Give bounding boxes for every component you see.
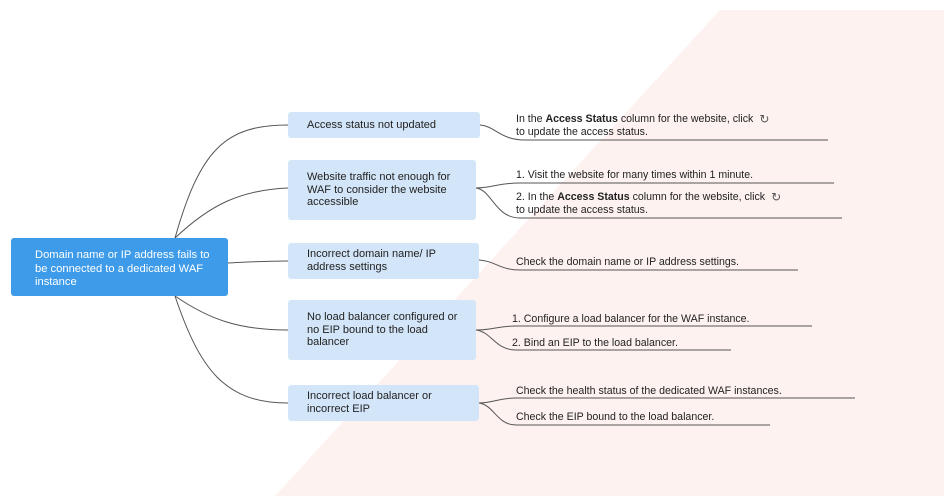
connector-cause-4a — [475, 325, 812, 331]
root-node: Domain name or IP address fails to be co… — [11, 238, 228, 296]
connector-root-cause-1 — [174, 124, 289, 239]
action-check-eip: Check the EIP bound to the load balancer… — [516, 411, 714, 424]
action-text: 2. In the — [516, 191, 558, 203]
connector-cause-1 — [479, 124, 828, 141]
root-label: Domain name or IP address fails to be co… — [35, 249, 210, 288]
action-check-domain: Check the domain name or IP address sett… — [516, 256, 739, 269]
action-text: 2. Bind an EIP to the load balancer. — [512, 337, 678, 349]
refresh-icon[interactable]: ↻ — [771, 190, 782, 204]
action-bold-text: Access Status — [545, 113, 618, 125]
action-bind-eip: 2. Bind an EIP to the load balancer. — [512, 337, 678, 350]
connector-cause-2a — [475, 182, 834, 189]
refresh-icon[interactable]: ↻ — [759, 112, 770, 126]
action-text: Check the health status of the dedicated… — [516, 385, 782, 397]
connector-cause-3 — [478, 259, 798, 271]
action-text: 1. Configure a load balancer for the WAF… — [512, 313, 750, 325]
cause-node-incorrect-lb: Incorrect load balancer or incorrect EIP — [288, 385, 479, 421]
cause-node-access-status: Access status not updated — [288, 112, 480, 138]
cause-node-load-balancer: No load balancer configured or no EIP bo… — [288, 300, 476, 360]
connector-root-cause-5 — [174, 295, 289, 404]
action-refresh-status: In the Access Status column for the webs… — [516, 113, 769, 139]
action-text: Check the EIP bound to the load balancer… — [516, 411, 715, 423]
connector-root-cause-4 — [174, 295, 289, 331]
cause-label: No load balancer configured or no EIP bo… — [307, 311, 458, 349]
action-visit-website: 1. Visit the website for many times with… — [516, 169, 753, 182]
cause-label: Access status not updated — [307, 118, 437, 131]
cause-label: Incorrect load balancer or incorrect EIP — [307, 390, 432, 415]
action-text: In the — [516, 113, 546, 125]
connector-cause-2b — [475, 187, 842, 219]
action-check-health: Check the health status of the dedicated… — [516, 385, 782, 398]
connector-cause-4b — [475, 329, 731, 351]
connector-root-cause-3 — [227, 260, 289, 264]
action-text: 1. Visit the website for many times with… — [516, 169, 754, 181]
connector-cause-5a — [478, 397, 855, 404]
action-text: to update the access status. — [516, 126, 648, 138]
action-text: column for the website, click — [617, 113, 754, 125]
cause-label: Website traffic not enough for WAF to co… — [307, 171, 451, 209]
action-refresh-status-2: 2. In the Access Status column for the w… — [516, 191, 781, 217]
action-bold-text: Access Status — [557, 191, 630, 203]
cause-node-traffic: Website traffic not enough for WAF to co… — [288, 160, 476, 220]
connector-cause-5b — [478, 402, 770, 426]
connector-root-cause-2 — [174, 187, 289, 239]
action-text: column for the website, click — [629, 191, 766, 203]
action-configure-lb: 1. Configure a load balancer for the WAF… — [512, 313, 750, 326]
action-text: Check the domain name or IP address sett… — [516, 256, 739, 268]
cause-label: Incorrect domain name/ IP address settin… — [307, 248, 436, 273]
cause-node-domain-settings: Incorrect domain name/ IP address settin… — [288, 243, 479, 279]
action-text: to update the access status. — [516, 204, 648, 216]
